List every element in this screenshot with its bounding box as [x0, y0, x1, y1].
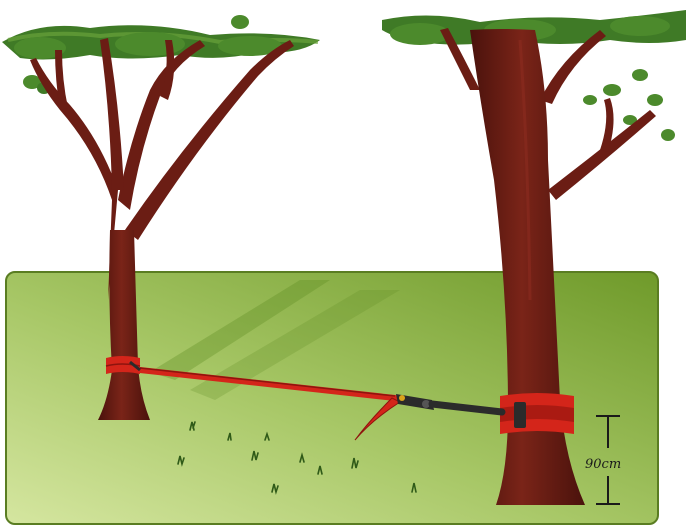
right-tree-sling: [500, 393, 574, 434]
left-tree-branches: [30, 38, 294, 300]
height-label: 90cm: [585, 457, 621, 472]
